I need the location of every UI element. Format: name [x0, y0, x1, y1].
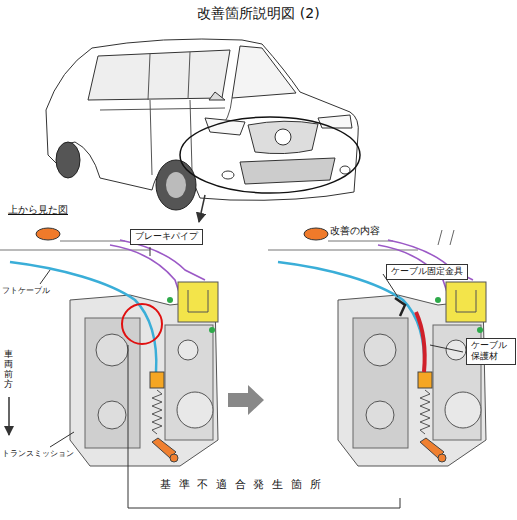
car-hub	[166, 172, 186, 198]
mechanism-after	[268, 228, 486, 466]
pointer-arrow	[199, 195, 205, 222]
diagram-title: 改善箇所説明図 (2)	[0, 5, 517, 23]
problem-circle	[122, 304, 162, 344]
car-emblem	[275, 129, 291, 145]
direction-label: 車両前方	[4, 350, 13, 390]
car-foglight	[222, 171, 234, 179]
cable-protector	[416, 312, 425, 372]
car-wheel	[156, 160, 196, 210]
problem-caption: 基準不適合発生箇所	[160, 477, 328, 492]
leader-line	[430, 345, 463, 352]
callout-box: ブレーキパイプ	[130, 229, 203, 245]
mechanism-before	[0, 228, 218, 466]
callout-text: ケーブル固定金具	[391, 266, 463, 277]
callout-box: ケーブル 保護材	[466, 338, 516, 365]
callout-text: ブレーキパイプ	[135, 231, 198, 242]
bracket-line	[128, 345, 400, 508]
car-body	[46, 39, 358, 200]
leader-line	[40, 270, 50, 284]
car-line	[100, 52, 225, 175]
cable-bracket	[395, 298, 405, 316]
focus-oval	[180, 117, 360, 193]
car-windshield	[232, 46, 296, 98]
view-caption: 上から見た図	[8, 203, 68, 217]
leader-line	[50, 432, 74, 447]
callout-text: ケーブル 保護材	[471, 340, 511, 363]
leader-line	[150, 247, 151, 256]
car-foglight	[340, 166, 350, 174]
part-name: トランスミッション	[2, 448, 74, 459]
car-wheel	[56, 142, 80, 178]
view-caption: 改善の内容	[330, 224, 380, 238]
car-grille	[248, 121, 318, 153]
car-headlight	[318, 115, 352, 128]
transition-arrow	[228, 385, 264, 415]
callout-box: ケーブル固定金具	[386, 264, 468, 280]
direction-arrow	[8, 397, 10, 435]
car-mirror	[209, 92, 225, 100]
car-intake	[240, 158, 335, 184]
car-window	[88, 50, 230, 100]
part-name: フトケーブル	[2, 285, 50, 296]
